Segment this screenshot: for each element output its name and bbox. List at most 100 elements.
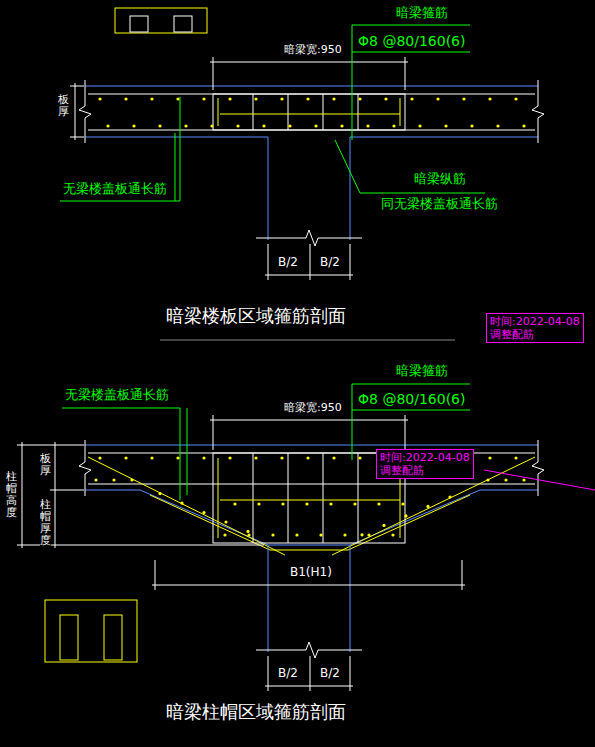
drawing-stroke	[358, 94, 359, 130]
rebar-dot	[223, 533, 226, 536]
rebar-dot	[158, 124, 161, 127]
rebar-dot	[514, 456, 517, 459]
drawing-stroke	[350, 244, 351, 280]
rebar-dot	[522, 124, 525, 127]
drawing-stroke	[187, 408, 188, 495]
rebar-dot	[280, 456, 283, 459]
rebar-dot	[254, 97, 257, 100]
rebar-dot	[246, 530, 249, 533]
rebar-dot	[332, 456, 335, 459]
symbol	[115, 8, 207, 33]
rebar-dot	[210, 124, 213, 127]
revision-text: 调整配筋	[380, 464, 470, 477]
rebar-dot	[98, 97, 101, 100]
rebar-dot	[112, 478, 115, 481]
rebar-dot	[236, 124, 239, 127]
drawing-stroke	[350, 545, 351, 652]
rebar-dot	[305, 502, 308, 505]
rebar-dot	[124, 97, 127, 100]
rebar-dot	[202, 97, 205, 100]
drawing-stroke	[213, 415, 214, 450]
callout-text: 暗梁箍筋	[395, 6, 449, 21]
dimension-text: B/2	[319, 667, 341, 681]
rebar-dot	[94, 478, 97, 481]
drawing-stroke	[256, 230, 362, 246]
drawing-stroke	[350, 137, 351, 240]
leaders-cap	[62, 384, 470, 500]
rebar-dot	[314, 124, 317, 127]
rebar-dot	[106, 124, 109, 127]
rebar-dot	[448, 495, 451, 498]
slab-top	[79, 80, 544, 246]
section-title: 暗梁柱帽区域箍筋剖面	[165, 702, 347, 723]
rebar-dot	[281, 502, 284, 505]
revision-text: 时间:2022-04-08	[490, 315, 580, 328]
revision-note: 时间:2022-04-08调整配筋	[376, 449, 474, 479]
drawing-stroke	[140, 490, 480, 545]
dimension-text: B/2	[277, 256, 299, 270]
rebar-dot	[401, 502, 404, 505]
drawing-stroke	[288, 94, 289, 130]
drawing-stroke	[155, 560, 156, 590]
drawing-stroke	[352, 52, 470, 53]
drawing-stroke	[62, 408, 180, 409]
drawing-stroke	[152, 585, 465, 586]
rebar-dot	[306, 456, 309, 459]
rebar-dot	[377, 502, 380, 505]
drawing-stroke	[79, 440, 91, 496]
rebar-dot	[367, 533, 370, 536]
rebar-dot	[319, 533, 322, 536]
dimension-text: B/2	[277, 667, 299, 681]
revision-leader	[484, 470, 595, 490]
drawing-stroke	[350, 656, 351, 691]
drawing-stroke	[60, 201, 180, 202]
drawing-stroke	[220, 114, 400, 115]
rebar-dot	[295, 533, 298, 536]
drawing-stroke	[160, 340, 455, 341]
rebar-dot	[262, 124, 265, 127]
drawing-stroke	[45, 600, 137, 662]
rebar-dot	[382, 524, 385, 527]
drawing-stroke	[85, 137, 268, 138]
drawing-stroke	[352, 25, 470, 26]
drawing-stroke	[70, 86, 84, 87]
drawing-stroke	[405, 415, 406, 450]
rebar-dot	[306, 97, 309, 100]
dimension-text: 板厚	[40, 452, 51, 478]
drawing-stroke	[268, 656, 269, 691]
drawing-stroke	[88, 484, 535, 485]
drawing-stroke	[350, 137, 538, 138]
dimension-text: 暗梁宽:950	[283, 44, 343, 57]
drawing-stroke	[85, 86, 538, 87]
rebar-dot	[384, 97, 387, 100]
rebar-dot	[470, 124, 473, 127]
rebar-dot	[202, 511, 205, 514]
revision-text: 时间:2022-04-08	[380, 451, 470, 464]
rebar-dot	[184, 124, 187, 127]
drawing-stroke	[462, 560, 463, 590]
rebar-dot	[329, 502, 332, 505]
rebar-dot	[391, 533, 394, 536]
drawing-stroke	[85, 490, 140, 491]
drawing-stroke	[256, 642, 362, 658]
drawing-stroke	[335, 140, 360, 193]
drawing-stroke	[480, 490, 538, 491]
drawing-stroke	[75, 83, 76, 140]
rebar-dot	[124, 456, 127, 459]
rebar-dot	[366, 124, 369, 127]
drawing-stroke	[115, 8, 207, 33]
drawing-stroke	[79, 80, 91, 143]
rebar-dot	[404, 514, 407, 517]
drawing-stroke	[150, 495, 470, 550]
rebar-dot	[488, 456, 491, 459]
drawing-stroke	[220, 500, 400, 501]
drawing-stroke	[253, 453, 254, 543]
drawing-stroke	[17, 545, 264, 546]
rebar-dot	[257, 502, 260, 505]
rebar-dot	[392, 124, 395, 127]
drawing-stroke	[360, 193, 485, 194]
drawing-stroke	[268, 244, 269, 280]
hoops-top	[213, 94, 405, 130]
